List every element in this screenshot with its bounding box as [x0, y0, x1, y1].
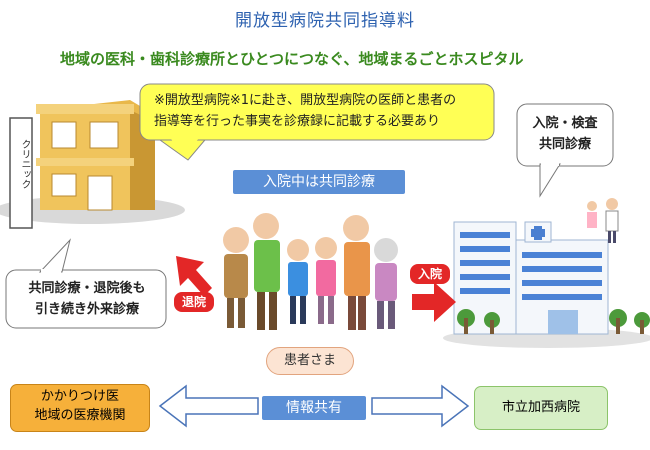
patients-illustration	[223, 213, 398, 330]
patients-label: 患者さま	[266, 347, 354, 375]
clinic-callout-line-1: ※開放型病院※1に赴き、開放型病院の医師と患者の	[154, 93, 457, 108]
discharge-arrow	[176, 256, 212, 296]
clinic-callout-bubble	[139, 83, 495, 161]
hospital-building-illustration	[443, 221, 650, 348]
family-doctor-line-1: かかりつけ医	[40, 389, 120, 404]
joint-care-banner: 入院中は共同診療	[233, 170, 405, 194]
followup-callout-line-1: 共同診療・退院後も	[28, 281, 146, 296]
admission-arrow	[412, 282, 456, 322]
family-doctor-box: かかりつけ医 地域の医療機関	[10, 384, 150, 432]
hospital-callout-bubble	[516, 103, 614, 198]
admission-label: 入院	[410, 264, 450, 284]
hospital-callout-text: 入院・検査 共同診療	[517, 113, 613, 155]
hospital-callout-line-1: 入院・検査	[532, 116, 598, 131]
kasai-hospital-box: 市立加西病院	[474, 386, 608, 430]
hospital-callout-line-2: 共同診療	[538, 137, 591, 152]
info-share-left-arrow	[158, 384, 259, 428]
clinic-building-illustration	[0, 100, 185, 229]
info-sharing-label: 情報共有	[262, 396, 366, 420]
followup-callout-bubble	[5, 238, 167, 329]
page-title: 開放型病院共同指導料	[235, 11, 415, 31]
followup-callout-line-2: 引き続き外来診療	[34, 302, 139, 317]
staff-illustration	[587, 198, 619, 243]
clinic-callout-text: ※開放型病院※1に赴き、開放型病院の医師と患者の 指導等を行った事実を診療録に記…	[154, 90, 484, 132]
info-share-right-arrow	[371, 384, 470, 428]
clinic-callout-line-2: 指導等を行った事実を診療録に記載する必要あり	[154, 114, 441, 129]
followup-callout-text: 共同診療・退院後も 引き続き外来診療	[12, 278, 162, 320]
discharge-label: 退院	[174, 292, 214, 312]
clinic-sign: クリニック	[19, 139, 30, 189]
subtitle: 地域の医科・歯科診療所とひとつにつなぐ、地域まるごとホスピタル	[60, 50, 524, 68]
family-doctor-line-2: 地域の医療機関	[34, 408, 126, 423]
